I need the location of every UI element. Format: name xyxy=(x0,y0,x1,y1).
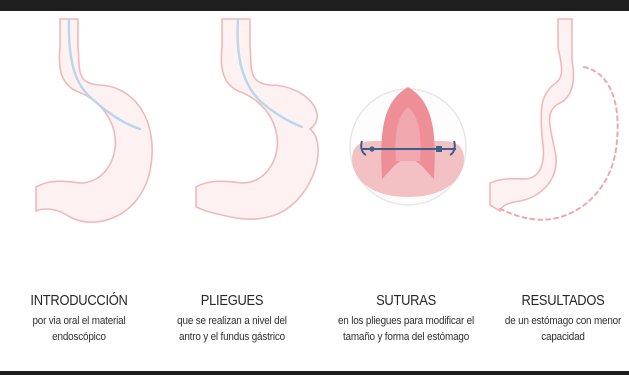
stomach-shape-2 xyxy=(196,19,318,219)
stomach-intro-illustration xyxy=(36,19,152,222)
procedure-illustration xyxy=(0,11,629,281)
stomach-shape-4 xyxy=(490,19,574,211)
step-description-line: en los pliegues para modificar el xyxy=(335,313,477,329)
suture-cross-section xyxy=(350,87,466,205)
bottom-border xyxy=(0,371,629,375)
stomach-shape-1 xyxy=(36,19,152,222)
step-pliegues: PLIEGUES que se realizan a nivel del ant… xyxy=(153,292,311,345)
step-title: PLIEGUES xyxy=(164,292,300,309)
suture-knot-left xyxy=(369,146,374,151)
step-description-line: por via oral el material xyxy=(8,313,150,329)
stomach-result-illustration xyxy=(490,19,618,220)
top-border xyxy=(0,0,629,11)
step-title: INTRODUCCIÓN xyxy=(11,292,147,309)
stomach-folds-illustration xyxy=(196,19,318,219)
step-description-line: capacidad xyxy=(492,329,629,345)
step-title: SUTURAS xyxy=(338,292,474,309)
suture-cinch xyxy=(436,146,442,152)
step-title: RESULTADOS xyxy=(495,292,629,309)
step-resultados: RESULTADOS de un estómago con menor capa… xyxy=(484,292,629,345)
step-introduccion: INTRODUCCIÓN por via oral el material en… xyxy=(0,292,158,345)
step-description-line: antro y el fundus gástrico xyxy=(161,329,303,345)
step-description-line: tamaño y forma del estómago xyxy=(335,329,477,345)
step-description-line: endoscópico xyxy=(8,329,150,345)
step-suturas: SUTURAS en los pliegues para modificar e… xyxy=(327,292,485,345)
step-description-line: que se realizan a nivel del xyxy=(161,313,303,329)
step-description-line: de un estómago con menor xyxy=(492,313,629,329)
